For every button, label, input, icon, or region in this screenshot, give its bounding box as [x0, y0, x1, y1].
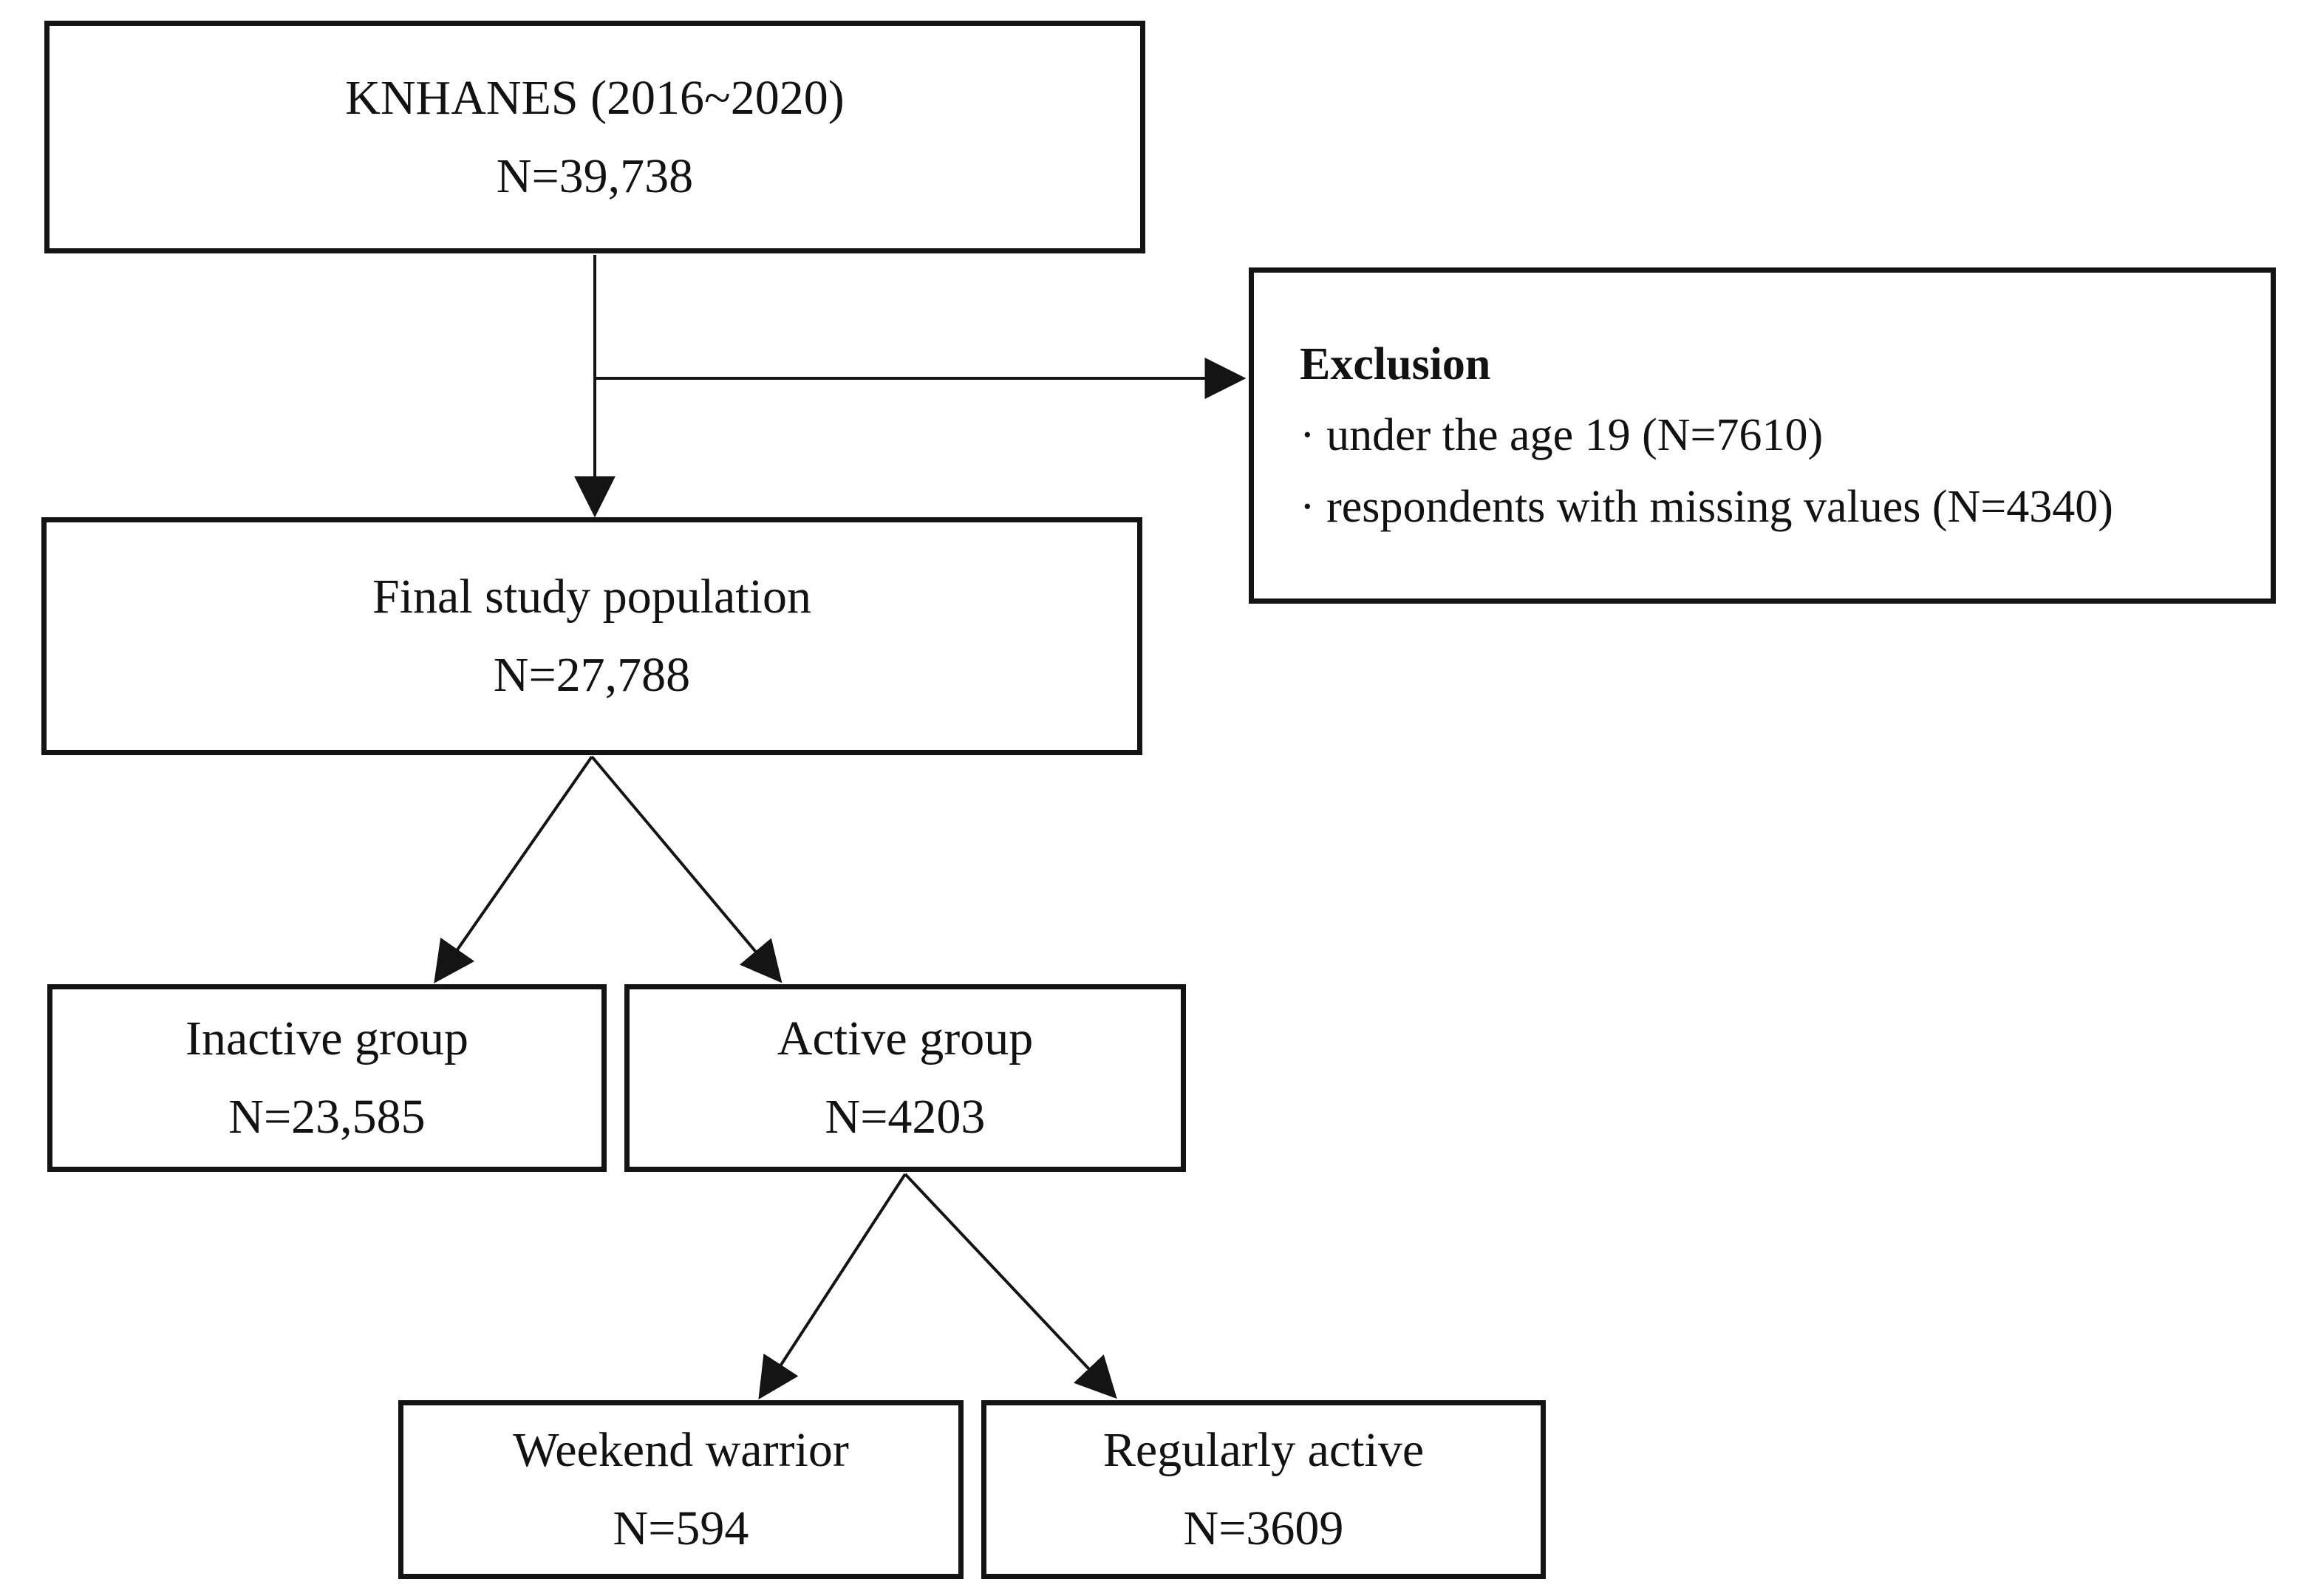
exclusion-item-age: · under the age 19 (N=7610)	[1300, 410, 1824, 461]
box-final-count: N=27,788	[493, 648, 691, 702]
box-regular-label: Regularly active	[1102, 1423, 1425, 1478]
box-weekend-warrior: Weekend warrior N=594	[398, 1400, 964, 1579]
exclusion-item-missing: · respondents with missing values (N=434…	[1300, 481, 2113, 532]
box-active-label: Active group	[777, 1012, 1034, 1066]
box-exclusion: Exclusion · under the age 19 (N=7610) · …	[1249, 267, 2276, 604]
box-active-count: N=4203	[825, 1090, 986, 1144]
box-inactive-group: Inactive group N=23,585	[47, 984, 607, 1172]
exclusion-title: Exclusion	[1300, 339, 1491, 390]
box-inactive-label: Inactive group	[185, 1012, 468, 1066]
box-weekend-label: Weekend warrior	[513, 1423, 849, 1478]
box-active-group: Active group N=4203	[624, 984, 1186, 1172]
box-knhanes: KNHANES (2016~2020) N=39,738	[44, 21, 1145, 253]
box-regularly-active: Regularly active N=3609	[981, 1400, 1546, 1579]
box-final-population: Final study population N=27,788	[41, 517, 1142, 755]
box-final-label: Final study population	[372, 570, 811, 624]
box-knhanes-label: KNHANES (2016~2020)	[345, 70, 845, 125]
box-inactive-count: N=23,585	[228, 1090, 426, 1144]
box-knhanes-count: N=39,738	[496, 149, 694, 203]
box-weekend-count: N=594	[613, 1501, 749, 1555]
box-regular-count: N=3609	[1183, 1501, 1344, 1555]
